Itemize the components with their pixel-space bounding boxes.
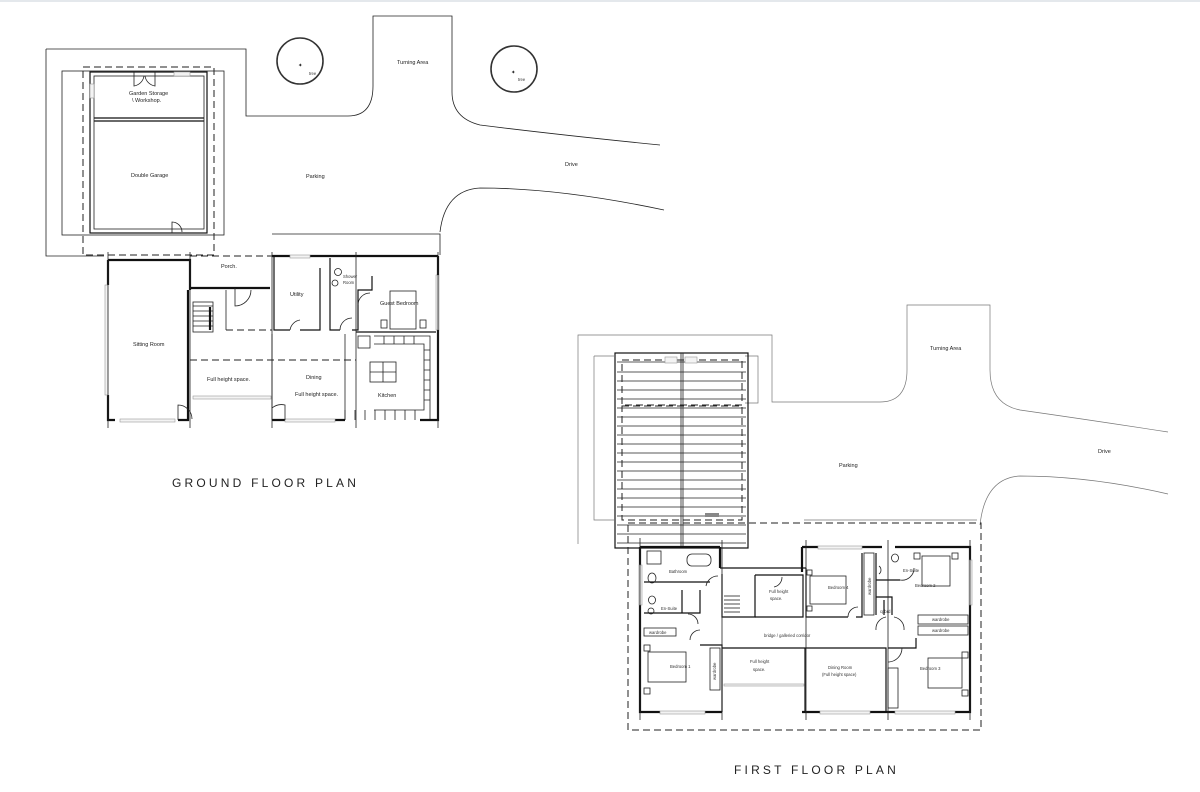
first-floor-dashed-outline <box>627 522 982 731</box>
bedroom-4-label: Bedroom 4 <box>828 585 849 590</box>
bathroom-label: Bathroom <box>669 569 688 574</box>
wardrobe-label: wardrobe <box>932 628 950 633</box>
drive-label: Drive <box>565 162 578 168</box>
guest-bedroom-label: Guest Bedroom <box>380 301 419 307</box>
svg-text:✦: ✦ <box>511 69 516 76</box>
bedroom-3-label: Bedroom 3 <box>920 666 941 671</box>
turning-area-outline <box>46 15 661 146</box>
full-height-space-label: Full height <box>750 659 770 664</box>
en-suite-label: En-Suite <box>903 568 920 573</box>
full-height-space-label: Full height space. <box>207 377 251 383</box>
ground-floor-house: Sitting Room Porch. Utility Shower Room <box>104 252 440 428</box>
kitchen-label: Kitchen <box>378 393 396 399</box>
garage-block: Garden Storage \ Workshop. Double Garage <box>61 66 225 256</box>
ground-staircase <box>192 301 214 333</box>
porch-label: Porch. <box>221 264 237 270</box>
garden-storage-label: Garden Storage <box>129 91 168 97</box>
garage-slab <box>61 70 225 236</box>
bedroom-2-label: Bedroom 2 <box>915 583 936 588</box>
drive-lower-edge <box>439 187 665 233</box>
corridor-label: bridge / galleried corridor <box>764 633 811 638</box>
wardrobe-label: wardrobe <box>932 617 950 622</box>
drive-lower-edge <box>979 475 1169 526</box>
first-floor-staircase <box>721 574 756 618</box>
tree-icon <box>276 37 324 85</box>
workshop-label: \ Workshop. <box>132 98 162 104</box>
first-floor-house: Bathroom En-Suite wardrobe Bedroom 1 war… <box>627 522 982 731</box>
first-floor-plan-title: FIRST FLOOR PLAN <box>734 763 899 777</box>
garage-dashed-outline <box>82 66 215 256</box>
sitting-room-wall <box>108 258 192 290</box>
cupboard-label: cpbrd <box>880 609 891 614</box>
dining-room-label: Dining Room <box>828 665 853 670</box>
plot-edge-left <box>45 49 104 257</box>
sitting-room-label: Sitting Room <box>133 342 165 348</box>
first-floor-site: Turning Area Drive Parking <box>577 304 1169 544</box>
svg-text:✦: ✦ <box>298 62 303 69</box>
turning-area-label: Turning Area <box>930 346 962 352</box>
shower-room-label: Shower <box>343 274 358 279</box>
utility-label: Utility <box>290 292 304 298</box>
parking-label: Parking <box>839 463 858 469</box>
parking-label: Parking <box>306 174 325 180</box>
full-height-space-label: Full height <box>769 589 789 594</box>
garage-walls <box>89 71 208 234</box>
dining-room-label-2: (Full height space) <box>822 672 857 677</box>
wardrobe-label: wardrobe <box>712 662 717 680</box>
full-height-space-label: Full height space. <box>295 392 339 398</box>
ground-floor-plan-title: GROUND FLOOR PLAN <box>172 476 359 490</box>
top-border <box>0 0 1200 2</box>
full-height-space-label-2: space. <box>770 596 782 601</box>
garage-roof <box>614 352 749 549</box>
full-height-space-label-2: space. <box>753 667 765 672</box>
tree-label: tree <box>518 77 526 82</box>
tree-icon <box>490 45 538 93</box>
en-suite-label: En-Suite <box>661 606 678 611</box>
turning-area-label: Turning Area <box>397 60 429 66</box>
wardrobe-label: wardrobe <box>867 577 872 595</box>
dining-label: Dining <box>306 375 322 381</box>
wardrobe-label: wardrobe <box>649 630 667 635</box>
drive-label: Drive <box>1098 449 1111 455</box>
shower-room-label-2: Room <box>343 280 355 285</box>
bedroom-1-label: Bedroom 1 <box>670 664 691 669</box>
ground-floor-site: ✦ ✦ tree tree Turning Area Drive Parking <box>45 15 665 257</box>
tree-label: tree <box>309 71 317 76</box>
parking-edge <box>272 233 441 255</box>
turning-area-outline <box>577 304 1169 544</box>
double-garage-label: Double Garage <box>131 173 168 179</box>
